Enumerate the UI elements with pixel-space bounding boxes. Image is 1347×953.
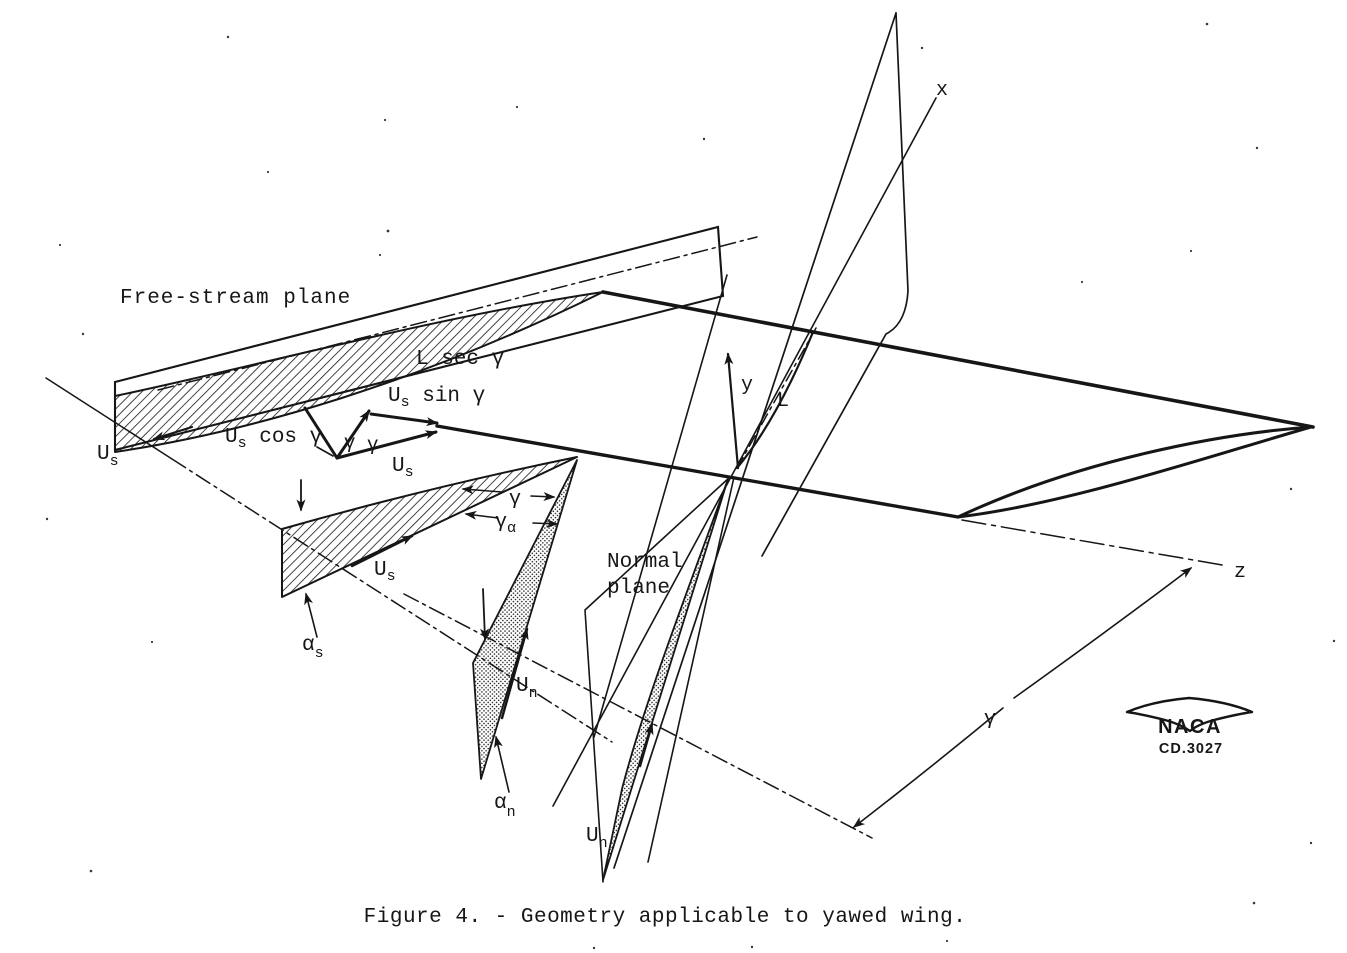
gamma-alpha-pointer-left (464, 510, 499, 520)
un-left-vector (500, 627, 529, 720)
root-section-upper-surface (735, 330, 815, 470)
gamma-pair-2-label: γ (367, 434, 378, 456)
naca-logo-text: NACA (1158, 716, 1222, 738)
l-sec-gamma-label: L sec γ (416, 348, 504, 371)
gamma-alpha-label: γα (495, 511, 516, 537)
gamma-pointer-left (461, 485, 503, 495)
us-cos-gamma-line (303, 406, 339, 460)
chord-L-label: L (777, 390, 789, 413)
y-axis-arrow (724, 352, 740, 470)
us-resultant-vector (335, 430, 438, 460)
free-stream-direction-line-2 (403, 593, 873, 839)
us-cos-gamma-vector (335, 409, 371, 460)
free-stream-plane-label: Free-stream plane (120, 287, 351, 310)
un-left-label: Un (516, 675, 538, 702)
us-section-vector (350, 534, 414, 568)
naca-code-text: CD.3027 (1159, 741, 1223, 757)
normal-plane-outline (584, 274, 735, 883)
gamma-edge-label: γ (509, 488, 521, 511)
us-sin-gamma-label: Us sin γ (388, 385, 485, 411)
naca-stamp: NACA CD.3027 (1125, 696, 1254, 757)
naca-wings-icon (1125, 696, 1254, 733)
z-axis-line (961, 519, 1229, 567)
figure-caption: Figure 4. - Geometry applicable to yawed… (364, 906, 967, 929)
flow-down-arrow-2 (480, 588, 490, 641)
yaw-angle-arc (852, 567, 1193, 828)
alpha-s-label: αs (302, 634, 324, 662)
normal-section-left (472, 459, 578, 780)
free-stream-section-in-plane (114, 291, 604, 453)
alpha-n-label: αn (494, 792, 516, 821)
x-axis-label: x (936, 79, 948, 102)
gamma-alpha-pointer-right (532, 519, 559, 529)
alpha-n-pointer (494, 735, 510, 793)
us-resultant-label: Us (392, 455, 414, 481)
un-normal-vector (638, 722, 654, 768)
wing-trailing-edge (435, 424, 960, 519)
un-normal-label: Un (586, 825, 608, 852)
scan-speckles (45, 22, 1336, 950)
x-axis-line (552, 97, 937, 807)
vertical-plane-outline (613, 12, 909, 869)
z-axis-label: z (1234, 561, 1246, 584)
wing-leading-edge (601, 290, 1315, 429)
gamma-pointer-right (530, 492, 556, 502)
gamma-yaw-label: γ (984, 708, 996, 731)
chord-line-L (736, 327, 817, 469)
normal-section-right (602, 478, 729, 881)
us-left-flow-arrow (152, 425, 194, 441)
us-left-label: Us (97, 443, 119, 470)
wing-tip-airfoil (957, 425, 1312, 519)
alpha-s-pointer (304, 592, 318, 638)
us-cos-gamma-label: Us cos γ (225, 426, 322, 452)
us-sin-gamma-vector (369, 412, 439, 427)
normal-plane-label: Normal plane (607, 551, 695, 600)
us-cos-label-leader (316, 446, 334, 457)
free-stream-section-2 (281, 456, 578, 598)
us-section-label: Us (374, 559, 396, 585)
gamma-pair-1-label: γ (344, 432, 355, 454)
diagram-labels: Free-stream plane L sec γ Us sin γ Us co… (97, 79, 1246, 852)
y-axis-label: y (741, 374, 753, 397)
